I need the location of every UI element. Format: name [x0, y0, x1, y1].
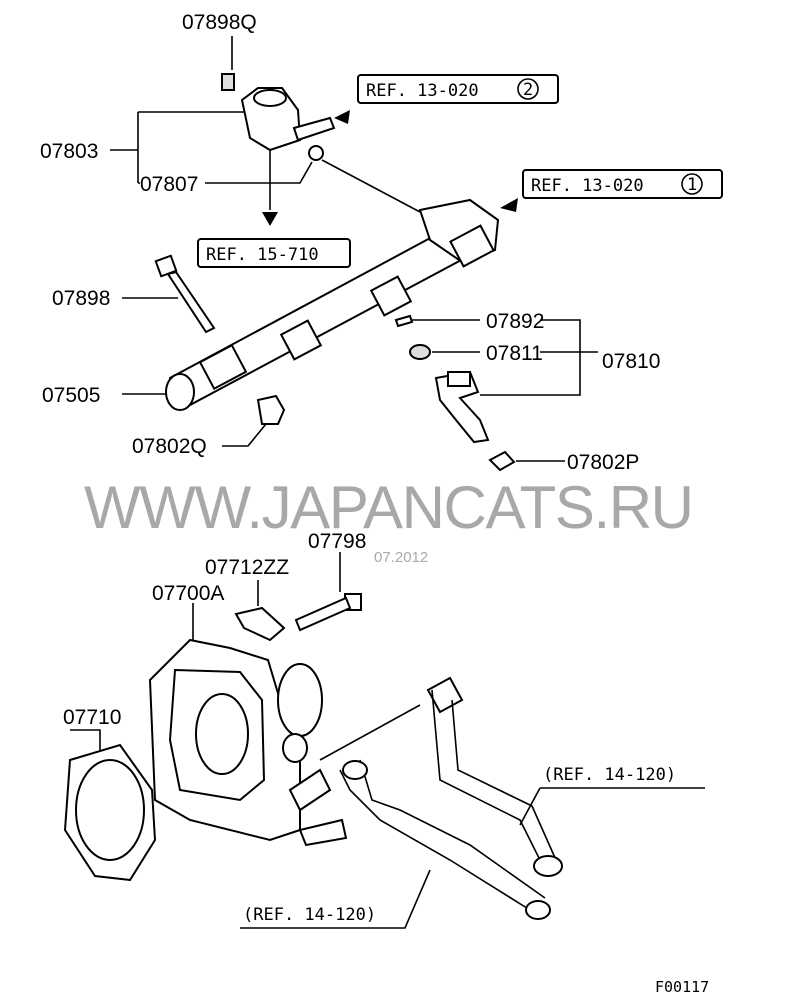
screw-07898Q[interactable]	[221, 73, 235, 91]
circle-number-icon	[517, 78, 539, 100]
ref-13-020-2-link[interactable]: REF. 13-020 2	[357, 74, 559, 104]
plate-07712ZZ[interactable]	[234, 606, 286, 642]
part-label-07802P[interactable]: 07802P	[567, 451, 639, 474]
ref-15-710-text[interactable]: REF. 15-710	[206, 245, 319, 265]
ref-13-020-1-link[interactable]: REF. 13-020 1	[522, 169, 723, 199]
grommet-07802P[interactable]	[488, 450, 516, 472]
watermark: WWW.JAPANCATS.RU	[84, 474, 694, 541]
circle-number-icon	[681, 173, 703, 195]
watermark-date: 07.2012	[374, 549, 428, 566]
arrow-right-icon	[500, 198, 518, 212]
part-label-07712ZZ[interactable]: 07712ZZ	[205, 556, 289, 579]
part-label-07810[interactable]: 07810	[602, 350, 660, 373]
diagram-code: F00117	[655, 978, 709, 996]
part-label-07802Q[interactable]: 07802Q	[132, 435, 207, 458]
ref-13-020-1-circle: 1	[687, 175, 697, 195]
part-label-07892[interactable]: 07892	[486, 310, 544, 333]
seal-07811[interactable]	[409, 344, 431, 360]
gasket-07710[interactable]	[63, 743, 157, 882]
part-label-07700A[interactable]: 07700A	[152, 582, 224, 605]
bolt-07898[interactable]	[154, 254, 216, 334]
o-ring-07892[interactable]	[394, 314, 414, 328]
part-label-07798[interactable]: 07798	[308, 530, 366, 553]
ref-14-120-lower-link[interactable]: (REF. 14-120)	[243, 905, 376, 925]
fuel-rail-07505[interactable]	[165, 198, 500, 411]
fuel-pressure-regulator[interactable]	[221, 73, 336, 161]
part-label-07811[interactable]: 07811	[486, 342, 543, 365]
arrow-down-icon	[262, 212, 278, 226]
part-label-07505[interactable]: 07505	[42, 384, 100, 407]
part-label-07710[interactable]: 07710	[63, 706, 121, 729]
injector-07810[interactable]	[434, 370, 490, 444]
ref-13-020-2-circle: 2	[523, 80, 533, 100]
part-label-07898[interactable]: 07898	[52, 287, 110, 310]
bolt-07798[interactable]	[294, 593, 362, 632]
part-label-07803[interactable]: 07803	[40, 140, 98, 163]
o-ring-07807[interactable]	[308, 145, 324, 161]
grommet-07802Q[interactable]	[256, 394, 286, 425]
arrow-right-icon	[334, 110, 350, 124]
coolant-hoses[interactable]	[319, 676, 563, 920]
ref-13-020-1-text[interactable]: REF. 13-020	[531, 176, 644, 196]
part-label-07807[interactable]: 07807	[140, 173, 198, 196]
ref-14-120-upper-link[interactable]: (REF. 14-120)	[543, 765, 676, 785]
ref-13-020-2-text[interactable]: REF. 13-020	[366, 81, 479, 101]
throttle-body-07700A[interactable]	[148, 638, 348, 847]
ref-15-710-link[interactable]: REF. 15-710	[197, 238, 351, 268]
part-label-07898Q[interactable]: 07898Q	[182, 11, 257, 34]
